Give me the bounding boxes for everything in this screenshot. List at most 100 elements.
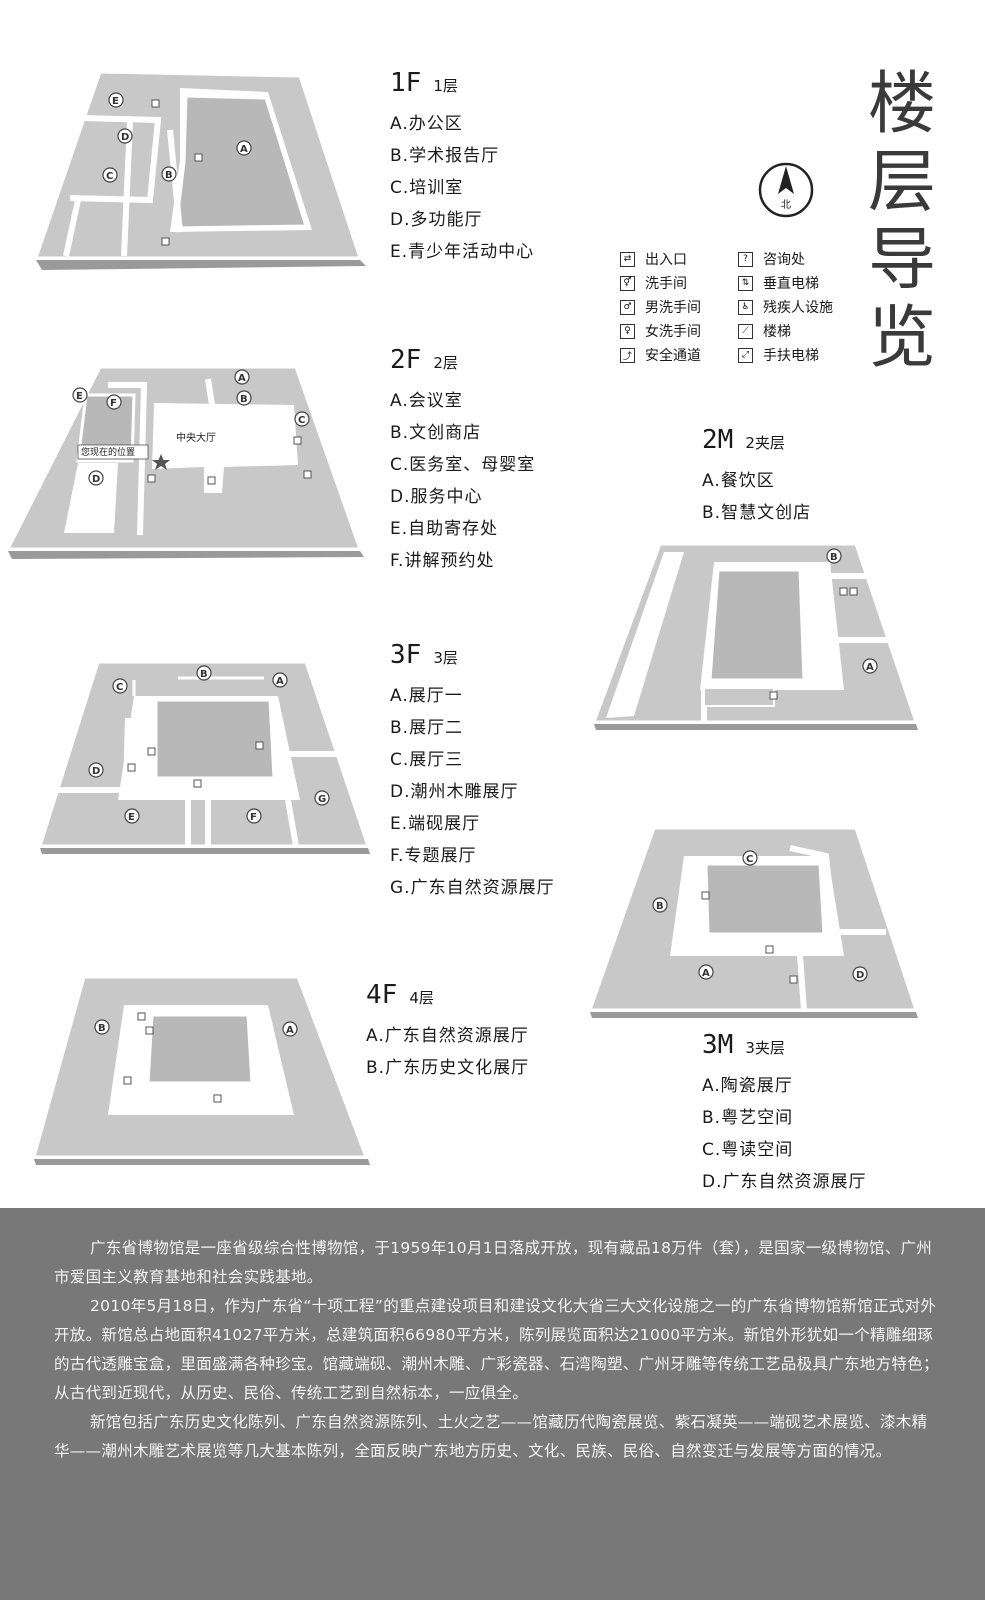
svg-text:D: D <box>92 474 100 485</box>
page-title-char: 导 <box>867 221 936 300</box>
legend-item-information: ?咨询处 <box>738 249 856 269</box>
marker-2f-d: D <box>88 470 104 486</box>
floor-name: 3层 <box>433 649 458 667</box>
svg-text:B: B <box>98 1023 106 1034</box>
list-item: A.办公区 <box>390 114 463 134</box>
marker-3f-g: G <box>314 790 330 806</box>
list-item: A.展厅一 <box>390 686 463 706</box>
floor-code: 3M <box>702 1030 734 1060</box>
svg-text:A: A <box>866 662 874 673</box>
list-item: A.陶瓷展厅 <box>702 1076 793 1096</box>
information-icon: ? <box>738 251 753 267</box>
floor-plan-2m: B A <box>591 540 919 730</box>
legend-item-elevator: ⇅垂直电梯 <box>738 273 856 293</box>
svg-text:E: E <box>76 391 83 402</box>
marker-3f-c: C <box>112 678 128 694</box>
marker-1f-e: E <box>108 92 124 108</box>
you-are-here-label: 您现在的位置 <box>81 446 135 458</box>
marker-3m-b: B <box>652 897 668 913</box>
floor-plan-3m: C B A D <box>587 826 919 1018</box>
floor-code: 2F <box>390 345 422 375</box>
page-title-char: 楼 <box>867 65 936 144</box>
floor-plan-4f: B A <box>32 975 370 1167</box>
you-are-here-star-icon <box>152 454 170 470</box>
svg-text:B: B <box>830 552 838 563</box>
central-hall-label: 中央大厅 <box>176 431 216 444</box>
floor-code: 3F <box>390 640 422 670</box>
floor-name: 2夹层 <box>745 434 785 452</box>
list-item: F.专题展厅 <box>390 846 477 866</box>
north-compass-icon: 北 <box>756 160 816 224</box>
list-item: B.粤艺空间 <box>702 1108 794 1128</box>
svg-text:B: B <box>200 669 208 680</box>
list-item: E.自助寄存处 <box>390 519 499 539</box>
svg-text:D: D <box>121 132 129 143</box>
svg-text:G: G <box>318 794 326 805</box>
svg-text:B: B <box>240 394 248 405</box>
legend-item-accessibility: ♿残疾人设施 <box>738 297 856 317</box>
list-item: B.展厅二 <box>390 718 464 738</box>
floor-name: 2层 <box>433 354 458 372</box>
svg-text:A: A <box>240 144 248 155</box>
entrance-exit-icon: ⇄ <box>620 251 635 267</box>
marker-3f-f: F <box>246 808 262 824</box>
marker-3m-d: D <box>852 966 868 982</box>
marker-4f-b: B <box>94 1019 110 1035</box>
list-item: B.文创商店 <box>390 423 482 443</box>
marker-3f-a: A <box>272 672 288 688</box>
list-item: D.潮州木雕展厅 <box>390 782 519 802</box>
svg-text:D: D <box>856 970 864 981</box>
page-title-char: 层 <box>867 143 936 222</box>
svg-text:C: C <box>746 854 753 865</box>
legend-item-womens-restroom: ♀女洗手间 <box>620 321 738 341</box>
legend-item-stairs: ⟋楼梯 <box>738 321 856 341</box>
svg-text:B: B <box>165 170 173 181</box>
floor-code: 1F <box>390 68 422 98</box>
floor-plan-2f: 中央大厅 您现在的位置 A B C D E F <box>5 365 368 560</box>
svg-text:B: B <box>656 901 664 912</box>
marker-3f-d: D <box>88 762 104 778</box>
legend-item-escalator: ⤢手扶电梯 <box>738 345 856 365</box>
svg-text:E: E <box>128 812 135 823</box>
marker-2m-b: B <box>826 548 842 564</box>
floor-name: 4层 <box>409 989 434 1007</box>
marker-2f-c: C <box>294 411 310 427</box>
legend-item-emergency-exit: ⤴安全通道 <box>620 345 738 365</box>
mens-restroom-icon: ♂ <box>620 299 635 315</box>
list-item: D.多功能厅 <box>390 210 483 230</box>
list-item: C.粤读空间 <box>702 1140 794 1160</box>
page-title-char: 览 <box>867 299 936 378</box>
floor-plan-3f: B A C D E F G <box>37 660 371 855</box>
marker-3f-b: B <box>196 665 212 681</box>
marker-4f-a: A <box>282 1021 298 1037</box>
svg-text:D: D <box>92 766 100 777</box>
description-paragraph: 2010年5月18日，作为广东省“十项工程”的重点建设项目和建设文化大省三大文化… <box>54 1297 939 1402</box>
womens-restroom-icon: ♀ <box>620 323 635 339</box>
emergency-exit-icon: ⤴ <box>620 347 635 363</box>
svg-text:A: A <box>702 968 710 979</box>
escalator-icon: ⤢ <box>738 347 753 363</box>
marker-3m-c: C <box>742 850 758 866</box>
marker-3f-e: E <box>124 808 140 824</box>
svg-text:F: F <box>250 812 257 823</box>
legend-item-mens-restroom: ♂男洗手间 <box>620 297 738 317</box>
list-item: G.广东自然资源展厅 <box>390 878 555 898</box>
legend-item-entrance: ⇄出入口 <box>620 249 738 269</box>
svg-text:A: A <box>238 373 246 384</box>
list-item: B.智慧文创店 <box>702 503 812 523</box>
legend: ⇄出入口 ?咨询处 ⚥洗手间 ⇅垂直电梯 ♂男洗手间 ♿残疾人设施 ♀女洗手间 … <box>620 247 860 367</box>
marker-2f-a: A <box>234 369 250 385</box>
svg-text:A: A <box>286 1025 294 1036</box>
list-item: D.广东自然资源展厅 <box>702 1172 867 1192</box>
marker-1f-c: C <box>102 167 118 183</box>
marker-1f-d: D <box>117 128 133 144</box>
marker-2f-b: B <box>236 390 252 406</box>
floor-code: 2M <box>702 425 734 455</box>
accessibility-icon: ♿ <box>738 299 753 315</box>
list-item: A.广东自然资源展厅 <box>366 1026 529 1046</box>
